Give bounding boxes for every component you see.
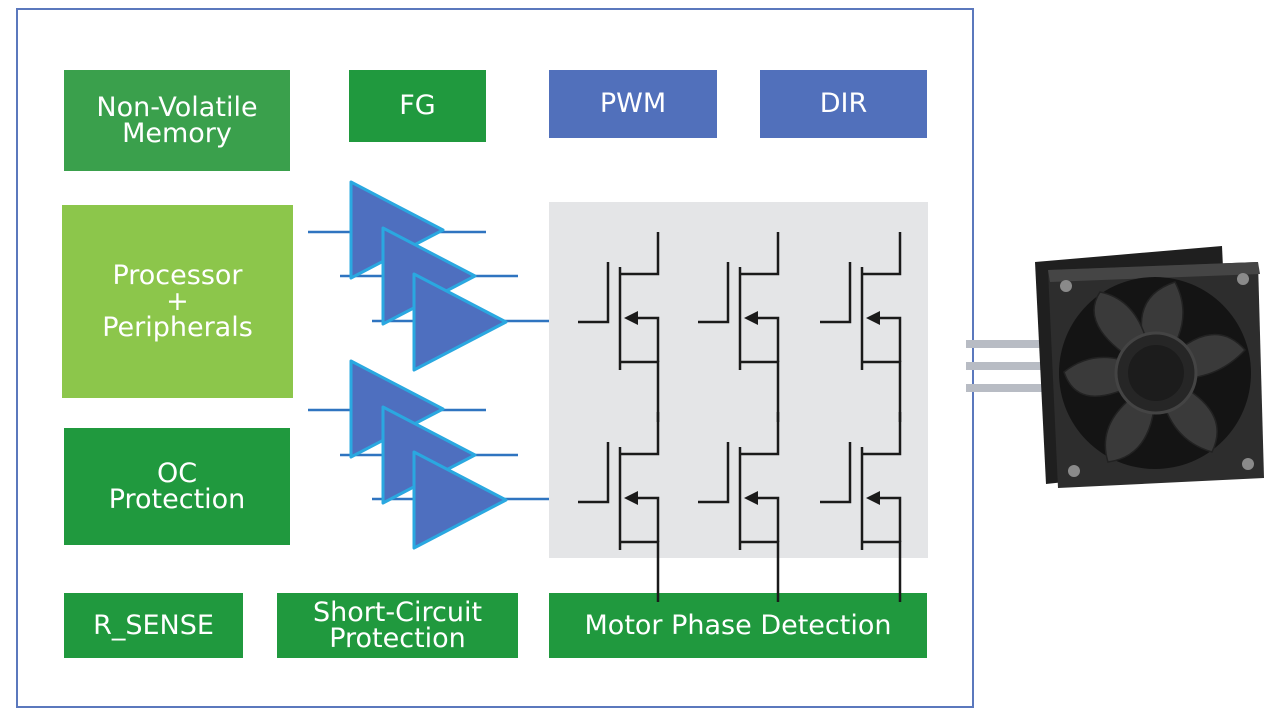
upper-driver-group: [308, 180, 549, 372]
pwm-block: PWM: [549, 70, 717, 138]
lower-driver-group: [308, 359, 549, 550]
mosfet-transistor-icon: [818, 410, 902, 604]
non-volatile-memory-block: Non-Volatile Memory: [64, 70, 290, 171]
motor-phase-detection-block: Motor Phase Detection: [549, 593, 927, 658]
triangle-buffer-icon: [412, 450, 508, 550]
mosfet-transistor-icon: [696, 230, 780, 424]
fan-wires: [966, 340, 1056, 392]
processor-peripherals-block: Processor + Peripherals: [62, 205, 293, 398]
dir-block: DIR: [760, 70, 927, 138]
mosfet-transistor-icon: [576, 230, 660, 424]
r-sense-block: R_SENSE: [64, 593, 243, 658]
controller-ic-outline: [16, 8, 974, 708]
power-stage-panel: [549, 202, 928, 558]
mosfet-transistor-icon: [576, 410, 660, 604]
mosfet-transistor-icon: [696, 410, 780, 604]
mosfet-bridge: [576, 230, 902, 604]
cooling-fan-icon: [1035, 246, 1264, 488]
short-circuit-protection-block: Short-Circuit Protection: [277, 593, 518, 658]
triangle-buffer-icon: [412, 272, 508, 372]
fg-block: FG: [349, 70, 486, 142]
mosfet-transistor-icon: [818, 230, 902, 424]
oc-protection-block: OC Protection: [64, 428, 290, 545]
